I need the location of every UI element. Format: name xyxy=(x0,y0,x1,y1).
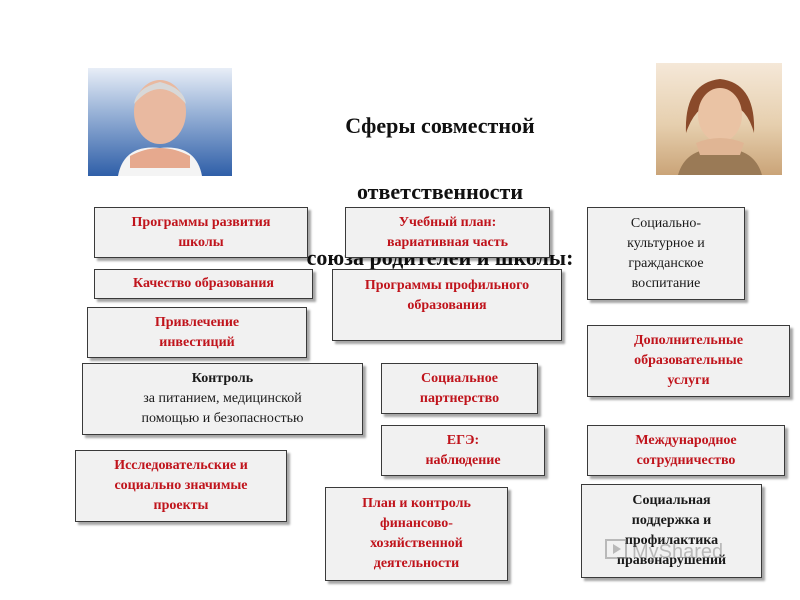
box-sociocultural-line-3: гражданское xyxy=(628,255,704,271)
box-international-line-2: сотрудничество xyxy=(636,452,736,468)
box-curriculum-line-2: вариативная часть xyxy=(386,234,509,250)
man-portrait-icon xyxy=(118,80,202,176)
box-financial-planning: План и контроль финансово- хозяйственной… xyxy=(325,487,508,581)
title-line-2: ответственности xyxy=(356,179,524,204)
box-international-cooperation: Международное сотрудничество xyxy=(587,425,785,476)
box-profile-education: Программы профильного образования xyxy=(332,269,562,341)
box-additional-services-line-3: услуги xyxy=(667,373,710,388)
box-research-line-3: проекты xyxy=(153,498,209,513)
box-curriculum-line-1: Учебный план: xyxy=(398,214,497,230)
box-social-support-line-3: профилактика xyxy=(624,533,719,548)
box-investments-line-2: инвестиций xyxy=(159,334,235,350)
box-financial-line-1: План и контроль xyxy=(362,496,471,511)
box-social-partnership: Социальное партнерство xyxy=(381,363,538,414)
woman-photo xyxy=(656,63,782,175)
man-photo xyxy=(88,68,232,176)
box-exam-line-1: ЕГЭ: xyxy=(446,432,480,448)
box-social-support-line-4: правонарушений xyxy=(616,553,727,568)
woman-portrait-icon xyxy=(678,79,762,175)
title-line-1: Сферы совместной xyxy=(345,113,535,138)
box-financial-line-4: деятельности xyxy=(373,556,460,571)
box-control-line-2: за питанием, медицинской xyxy=(143,391,302,406)
box-investments-line-1: Привлечение xyxy=(154,314,240,330)
box-financial-line-3: хозяйственной xyxy=(370,536,463,551)
box-sociocultural-line-1: Социально- xyxy=(630,215,702,231)
box-education-quality: Качество образования xyxy=(94,269,313,299)
box-development-programs-line-2: школы xyxy=(178,234,224,250)
box-social-support-line-2: поддержка и xyxy=(631,513,712,528)
box-social-partnership-line-1: Социальное xyxy=(421,370,498,386)
box-control-line-1: Контроль xyxy=(191,371,254,386)
box-financial-line-2: финансово- xyxy=(380,516,453,531)
box-curriculum: Учебный план: вариативная часть xyxy=(345,207,550,258)
box-research-line-1: Исследовательские и xyxy=(114,458,248,473)
box-sociocultural-line-2: культурное и xyxy=(627,235,705,251)
box-additional-services-line-1: Дополнительные xyxy=(633,333,744,348)
box-social-support-line-1: Социальная xyxy=(632,493,711,508)
box-additional-services-line-2: образовательные xyxy=(634,353,743,368)
box-control-nutrition: Контроль за питанием, медицинской помощь… xyxy=(82,363,363,435)
box-sociocultural-education: Социально- культурное и гражданское восп… xyxy=(587,207,745,300)
box-development-programs-line-1: Программы развития xyxy=(131,214,271,230)
box-education-quality-line-1: Качество образования xyxy=(133,276,274,291)
box-sociocultural-line-4: воспитание xyxy=(631,275,701,291)
box-international-line-1: Международное xyxy=(635,432,737,448)
box-social-support: Социальная поддержка и профилактика прав… xyxy=(581,484,762,578)
box-exam-line-2: наблюдение xyxy=(425,452,501,468)
box-social-partnership-line-2: партнерство xyxy=(419,390,500,406)
box-research-line-2: социально значимые xyxy=(114,478,248,493)
box-investments: Привлечение инвестиций xyxy=(87,307,307,358)
box-profile-education-line-2: образования xyxy=(407,298,487,313)
box-control-line-3: помощью и безопасностью xyxy=(141,411,304,426)
box-additional-services: Дополнительные образовательные услуги xyxy=(587,325,790,397)
box-profile-education-line-1: Программы профильного xyxy=(364,278,530,293)
box-development-programs: Программы развития школы xyxy=(94,207,308,258)
box-research-projects: Исследовательские и социально значимые п… xyxy=(75,450,287,522)
box-exam-observation: ЕГЭ: наблюдение xyxy=(381,425,545,476)
